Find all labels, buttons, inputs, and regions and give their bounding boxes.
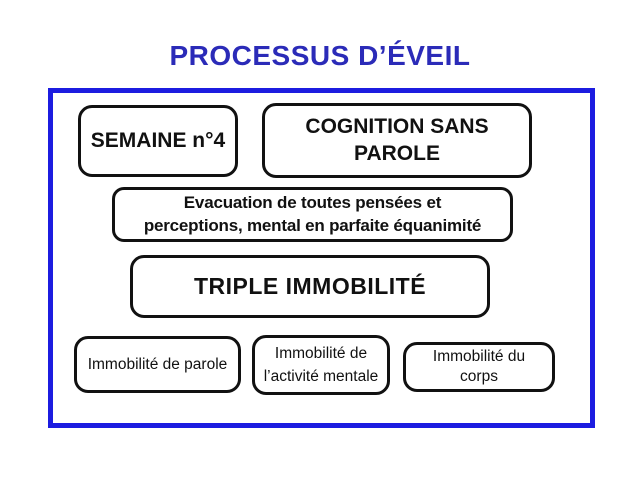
- box-evacuation-line1: Evacuation de toutes pensées et: [183, 193, 442, 213]
- box-cognition-line2: PAROLE: [354, 141, 440, 165]
- box-triple-label: TRIPLE IMMOBILITÉ: [193, 273, 427, 299]
- box-immobilite-corps: Immobilité du corps: [403, 342, 555, 392]
- box-immobilite-parole: Immobilité de parole: [74, 336, 241, 393]
- box-cognition-line1: COGNITION SANS: [305, 115, 489, 139]
- box-cognition-sans-parole: COGNITION SANS PAROLE: [262, 103, 532, 178]
- box-semaine: SEMAINE n°4: [78, 105, 238, 177]
- box-corps-line2: corps: [460, 368, 498, 385]
- box-corps-line1: Immobilité du: [432, 347, 526, 365]
- page-title: PROCESSUS D’ÉVEIL: [169, 40, 471, 71]
- box-evacuation: Evacuation de toutes pensées et percepti…: [112, 187, 513, 242]
- box-evacuation-line2: perceptions, mental en parfaite équanimi…: [143, 215, 482, 235]
- box-triple-immobilite: TRIPLE IMMOBILITÉ: [130, 255, 490, 318]
- box-mentale-line2: l’activité mentale: [263, 368, 379, 385]
- box-mentale-line1: Immobilité de: [274, 344, 368, 362]
- box-semaine-label: SEMAINE n°4: [90, 129, 226, 152]
- box-parole-label: Immobilité de parole: [87, 355, 228, 373]
- box-immobilite-mentale: Immobilité de l’activité mentale: [252, 335, 390, 395]
